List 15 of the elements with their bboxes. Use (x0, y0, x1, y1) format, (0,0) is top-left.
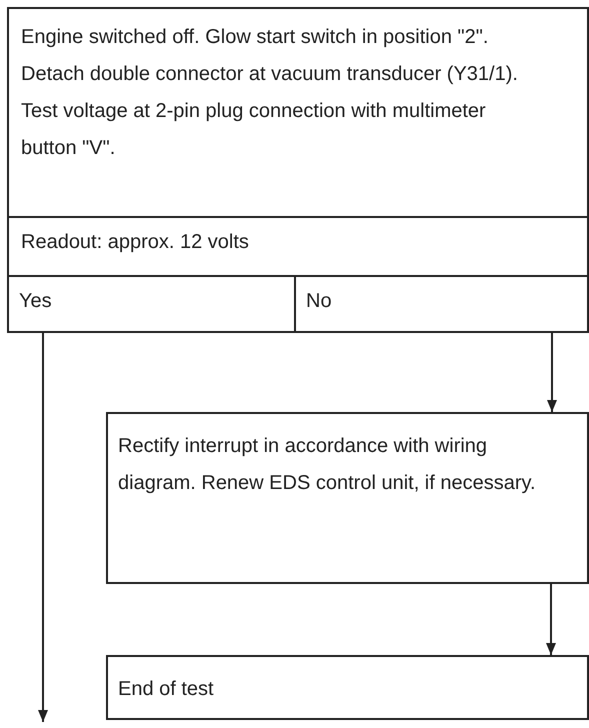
step-text: No (306, 289, 333, 314)
arrow (547, 333, 557, 412)
step-text: Engine switched off. Glow start switch in position "2". Detach double connector at vacuum transducer (Y31/1). Test voltage at 2-pin plug connection with multimeter button "V". (21, 25, 519, 161)
step-text: End of test (118, 677, 215, 702)
step-text: Readout: approx. 12 volts (21, 230, 250, 255)
arrow (546, 584, 556, 655)
step-text: Rectify interrupt in accordance with wiring diagram. Renew EDS control unit, if necessary. (118, 434, 537, 496)
process-box (7, 7, 589, 218)
process-box (7, 275, 296, 333)
process-box (7, 216, 589, 277)
process-box (294, 275, 589, 333)
arrow (38, 333, 48, 722)
process-box (106, 412, 589, 584)
process-box (106, 655, 589, 720)
step-text: Yes (19, 289, 53, 314)
